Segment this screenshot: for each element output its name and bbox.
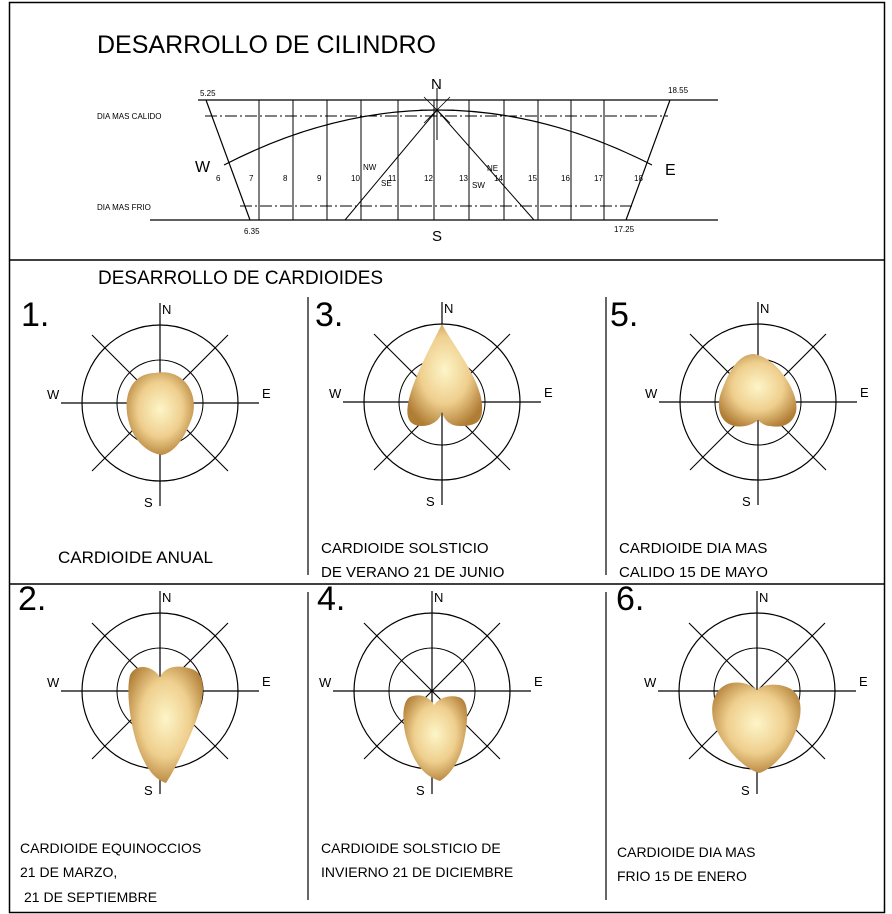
hour-label: 17 <box>594 174 603 183</box>
sheet-frame <box>8 1 886 914</box>
north-label: N <box>162 302 171 317</box>
cardioid-caption: CARDIOIDE SOLSTICIO <box>321 540 489 557</box>
south-label: S <box>144 783 153 798</box>
cardioid-panel: 1. N S W E CARDIOIDE ANUAL <box>21 296 271 567</box>
sunrise-cold-time: 6.35 <box>244 227 260 236</box>
panel-number: 5. <box>610 296 638 334</box>
quadrant-sw-label: SW <box>472 181 485 190</box>
cylinder-north-label: N <box>431 76 442 93</box>
hour-label: 12 <box>424 174 433 183</box>
north-label: N <box>759 590 768 605</box>
hour-label: 6 <box>216 174 221 183</box>
cardioid-caption: DE VERANO 21 DE JUNIO <box>321 564 504 581</box>
panel-number: 1. <box>21 296 49 334</box>
cardioid-caption: CARDIOIDE DIA MAS <box>617 844 755 860</box>
cardioid-shape <box>128 666 203 783</box>
cylinder-development: DESARROLLO DE CILINDRO N S W E <box>97 31 718 245</box>
cardioid-panel: 6. N S W E CARDIOIDE DIA MAS FRIO 15 DE ENERO <box>616 580 868 884</box>
cardioid-shape <box>403 695 468 781</box>
east-label: E <box>544 385 553 400</box>
cardioid-shape <box>407 324 483 426</box>
cardioid-caption: CARDIOIDE DIA MAS <box>619 540 767 557</box>
cold-day-label: DIA MAS FRIO <box>97 203 151 212</box>
south-label: S <box>144 495 153 510</box>
quadrant-ne-label: NE <box>487 164 498 173</box>
north-label: N <box>760 301 769 316</box>
east-label: E <box>534 674 543 689</box>
east-label: E <box>860 385 869 400</box>
hour-label: 16 <box>561 174 570 183</box>
south-label: S <box>741 783 750 798</box>
north-label: N <box>434 590 443 605</box>
cardioid-panel: 5. N S W E CARDIOIDE DIA MAS CALIDO 15 DE MAYO <box>610 296 869 581</box>
cardioid-caption: CARDIOIDE ANUAL <box>58 548 213 567</box>
east-label: E <box>262 674 271 689</box>
hour-label: 11 <box>388 174 397 183</box>
sunrise-hot-time: 5.25 <box>200 89 216 98</box>
cylinder-title: DESARROLLO DE CILINDRO <box>97 31 436 59</box>
cardioid-caption: 21 DE MARZO, <box>20 864 117 880</box>
cardioid-caption: INVIERNO 21 DE DICIEMBRE <box>321 864 513 880</box>
south-label: S <box>742 494 751 509</box>
hour-label: 14 <box>494 174 503 183</box>
west-label: W <box>645 386 658 401</box>
panel-number: 4. <box>317 580 345 618</box>
panel-number: 2. <box>18 580 46 618</box>
panel-number: 6. <box>616 580 644 618</box>
south-label: S <box>416 783 425 798</box>
cardioid-shape <box>712 682 801 773</box>
hour-label: 10 <box>351 174 360 183</box>
cardioid-panel: 3. N S W E CARDIOIDE SOLSTICIO DE VERANO 21 DE… <box>315 296 553 581</box>
quadrant-se-label: SE <box>381 179 392 188</box>
sunset-cold-time: 17.25 <box>614 225 635 234</box>
cylinder-east-label: E <box>665 162 676 179</box>
west-label: W <box>329 386 342 401</box>
hour-label: 15 <box>528 174 537 183</box>
east-label: E <box>859 674 868 689</box>
cardioid-caption: 21 DE SEPTIEMBRE <box>24 889 157 905</box>
panel-number: 3. <box>315 296 343 334</box>
cardioid-caption: CALIDO 15 DE MAYO <box>619 564 768 581</box>
cardioid-panel: 4. N S W E CARDIOIDE SOLSTICIO DE INVIERNO 21 … <box>317 580 543 880</box>
quadrant-nw-label: NW <box>363 163 377 172</box>
cylinder-south-label: S <box>432 228 442 245</box>
hour-labels: 6 7 8 9 10 11 12 13 14 15 16 17 18 <box>216 174 643 183</box>
cardioid-caption: CARDIOIDE SOLSTICIO DE <box>321 840 501 856</box>
west-label: W <box>47 675 60 690</box>
west-label: W <box>47 387 60 402</box>
cylinder-grid <box>150 88 718 221</box>
cardioids-title: DESARROLLO DE CARDIOIDES <box>98 268 383 289</box>
hour-label: 8 <box>283 174 288 183</box>
east-label: E <box>262 386 271 401</box>
cardioid-caption: FRIO 15 DE ENERO <box>617 868 747 884</box>
hour-label: 9 <box>317 174 322 183</box>
hour-label: 13 <box>459 174 468 183</box>
hour-label: 7 <box>249 174 254 183</box>
cardioid-caption: CARDIOIDE EQUINOCCIOS <box>20 840 201 856</box>
north-label: N <box>162 590 171 605</box>
hour-label: 18 <box>634 174 643 183</box>
west-label: W <box>319 675 332 690</box>
south-label: S <box>426 494 435 509</box>
cylinder-west-label: W <box>195 159 211 176</box>
west-label: W <box>644 675 657 690</box>
diagonal-axis <box>363 622 501 760</box>
cardioid-panel: 2. N S W E CARDIOIDE EQUINOCCIOS 21 DE MARZO, 2… <box>18 580 271 905</box>
cardioid-shape <box>126 372 194 455</box>
hot-day-label: DIA MAS CALIDO <box>97 112 161 121</box>
north-label: N <box>444 301 453 316</box>
cardioid-shape <box>718 354 797 427</box>
sunset-hot-time: 18.55 <box>668 86 689 95</box>
